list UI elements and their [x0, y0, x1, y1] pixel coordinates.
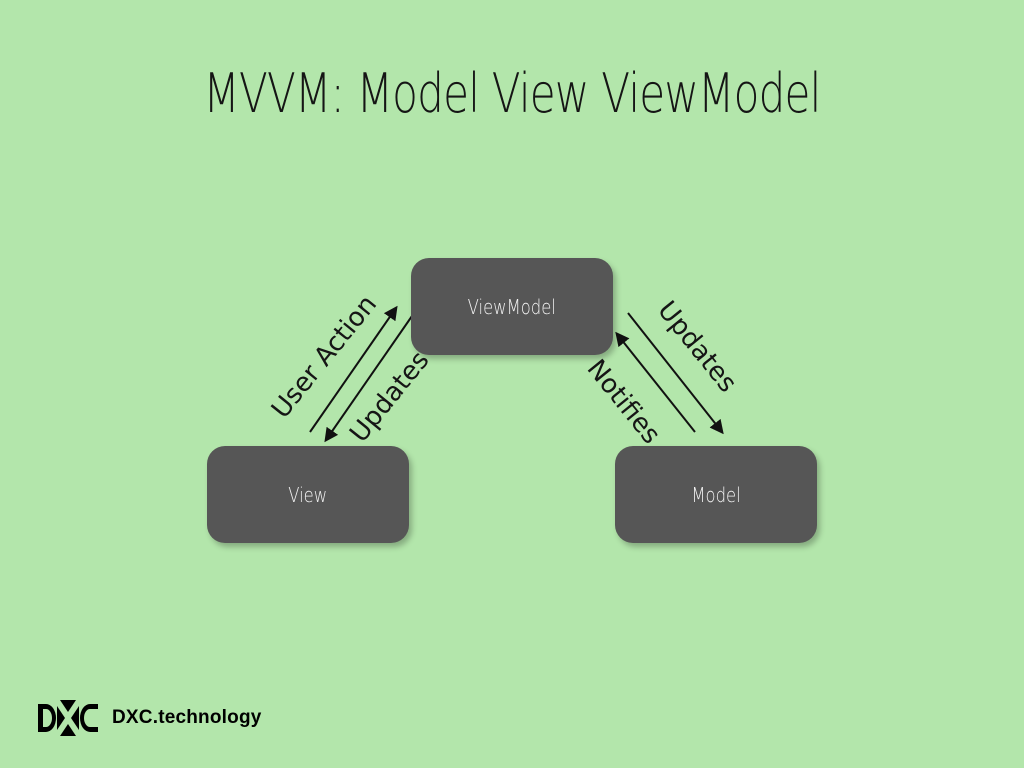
model-box: Model — [615, 446, 817, 543]
view-box: View — [207, 446, 409, 543]
view-label: View — [288, 482, 328, 507]
model-label: Model — [691, 482, 741, 507]
dxc-wordmark: DXC.technology — [112, 707, 262, 728]
arrow-updates-view — [324, 315, 413, 443]
arrow-notifies — [615, 331, 696, 433]
arrow-updates-model — [627, 312, 724, 435]
arrow-user-action — [309, 305, 398, 433]
viewmodel-label: ViewModel — [467, 294, 557, 319]
dxc-mark-icon — [38, 700, 98, 736]
slide-title: MVVM: Model View ViewModel — [203, 62, 821, 125]
viewmodel-box: ViewModel — [411, 258, 613, 355]
dxc-logo: DXC.technology — [38, 700, 262, 736]
